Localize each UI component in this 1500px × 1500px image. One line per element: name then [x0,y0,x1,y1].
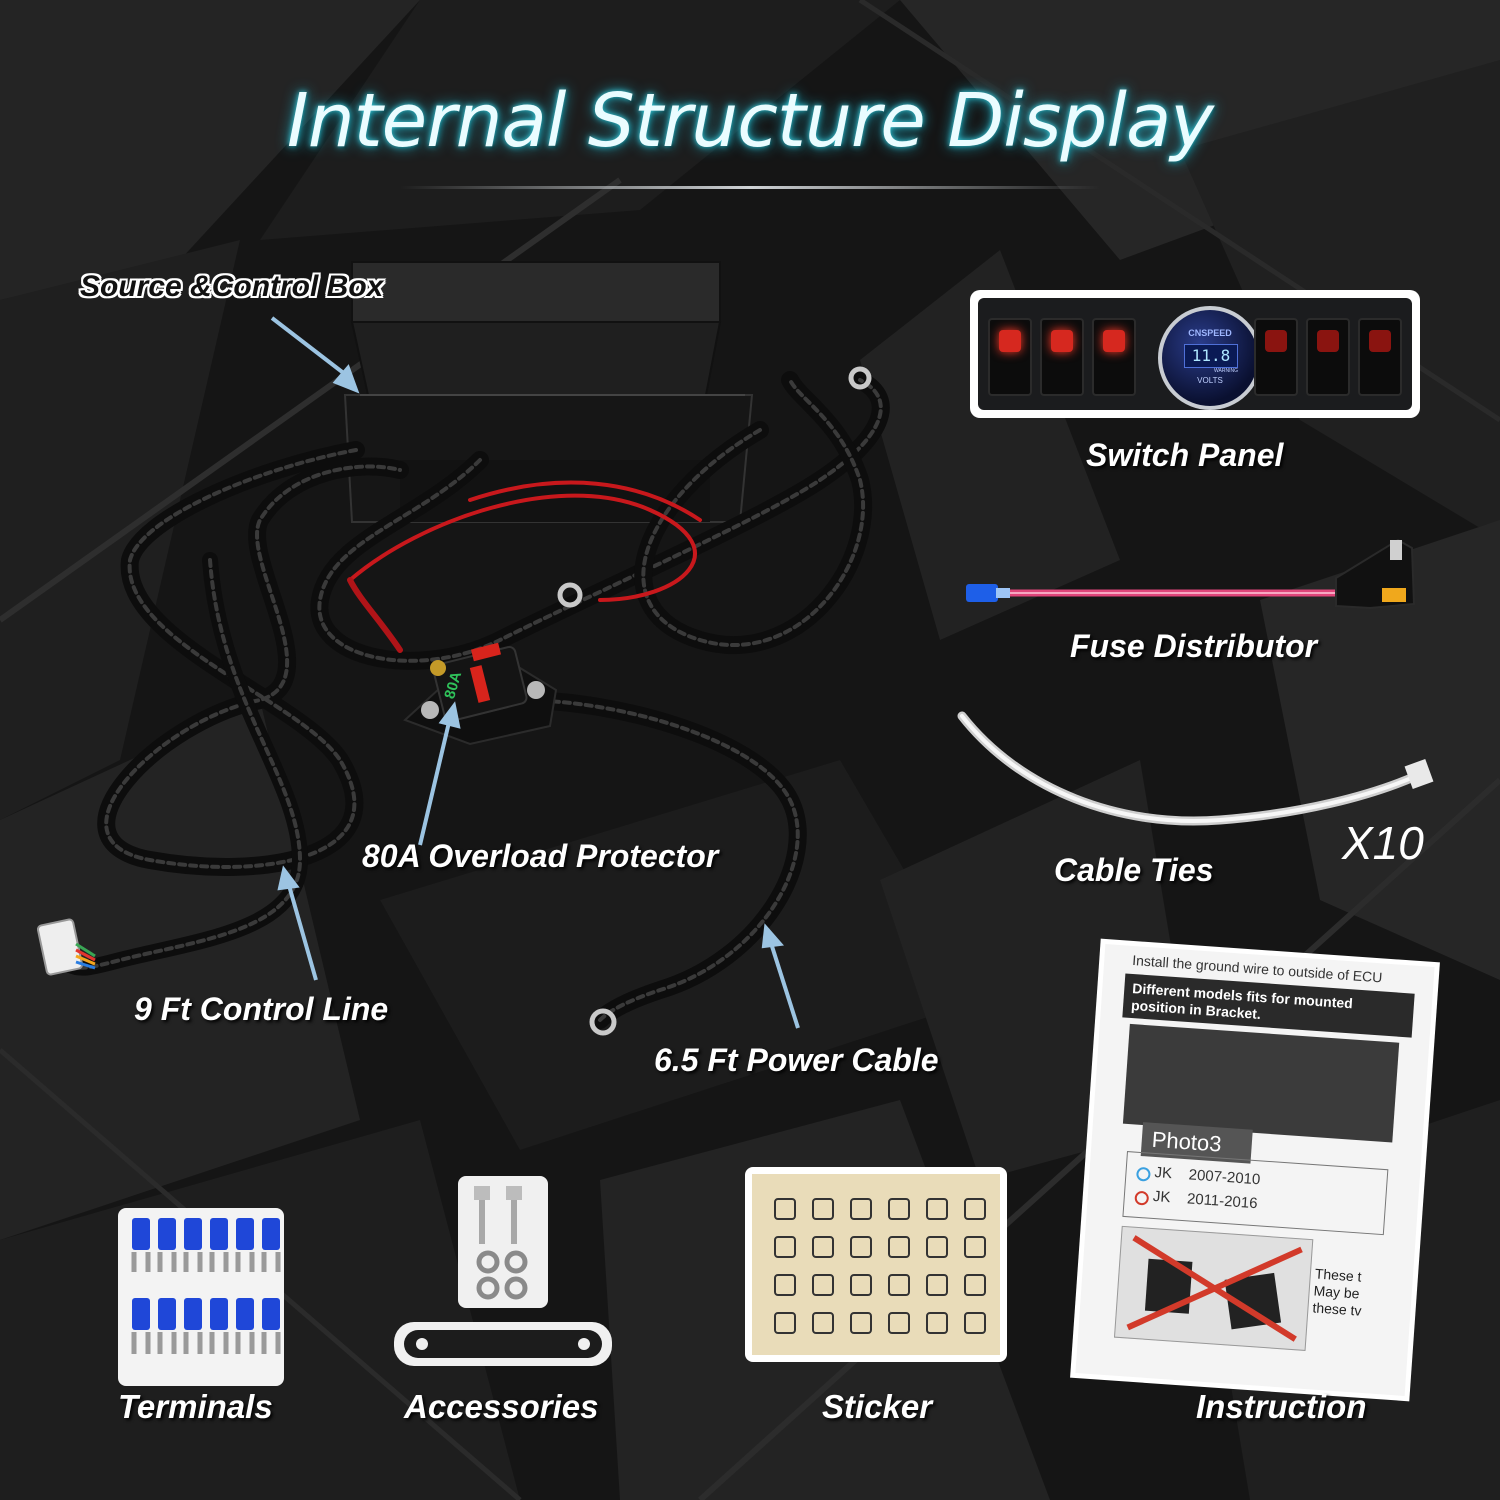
fan-icon [850,1236,872,1258]
label-overload-protector: 80A Overload Protector [362,838,719,874]
label-source-control-box: Source &Control Box [80,270,384,303]
radiation-icon [774,1274,796,1296]
model-years-box: JK 2007-2010 JK 2011-2016 [1122,1151,1389,1236]
led-indicator-icon [1369,330,1391,352]
biohazard-icon [812,1274,834,1296]
led-indicator-icon [1103,330,1125,352]
gauge-brand: CNSPEED [1188,328,1232,338]
voltmeter-gauge: CNSPEED 11.8 WARNING VOLTS [1158,306,1262,410]
fog-light-icon [888,1198,910,1220]
rocker-switch-6 [1358,318,1402,396]
gauge-unit: VOLTS [1197,376,1223,385]
braided-cables [62,371,890,1029]
label-accessories: Accessories [404,1388,599,1425]
label-fuse-distributor: Fuse Distributor [1070,628,1318,664]
rocker-switch-3 [1092,318,1136,396]
helmet-icon [888,1312,910,1334]
gauge-reading: 11.8 [1184,344,1238,368]
horn-icon [774,1236,796,1258]
switch-panel-image: CNSPEED 11.8 WARNING VOLTS [970,290,1420,418]
trooper-icon [964,1312,986,1334]
led-indicator-icon [1051,330,1073,352]
annotation-arrows [270,316,800,1029]
model-row-2: JK 2011-2016 [1152,1188,1258,1212]
led-indicator-icon [1265,330,1287,352]
accessories-image [394,1176,612,1366]
circle-marker-icon [1134,1190,1150,1206]
led-indicator-icon [999,330,1021,352]
jeep-icon [774,1198,796,1220]
model-years: 2011-2016 [1186,1190,1259,1213]
rocker-switch-4 [1254,318,1298,396]
model-row-1: JK 2007-2010 [1154,1164,1261,1188]
bat-icon [926,1274,948,1296]
robot-icon [812,1312,834,1334]
dark-helmet-icon [926,1312,948,1334]
label-switch-panel: Switch Panel [1086,437,1284,473]
spot-light-icon [964,1198,986,1220]
label-terminals: Terminals [118,1388,273,1425]
page-title: Internal Structure Display [286,78,1214,164]
sun-icon [850,1274,872,1296]
fuse-distributor-image [966,538,1416,610]
lightning-icon [888,1274,910,1296]
sticker-icons [752,1174,1000,1355]
winch-icon [926,1198,948,1220]
label-control-line: 9 Ft Control Line [134,991,389,1027]
light-bar-icon [812,1198,834,1220]
battery-icon [926,1236,948,1258]
model-name: JK [1152,1187,1171,1207]
model-years: 2007-2010 [1188,1166,1261,1189]
switch-panel-body: CNSPEED 11.8 WARNING VOLTS [978,298,1412,410]
rocker-switch-1 [988,318,1032,396]
led-indicator-icon [1317,330,1339,352]
instruction-bottom-photo [1113,1225,1314,1351]
instruction-sheet-image: Install the ground wire to outside of EC… [1075,944,1435,1396]
protector-rating-marking: 80A [441,669,465,700]
camera-icon [964,1236,986,1258]
terminals-image [118,1208,284,1386]
label-instruction: Instruction [1196,1388,1367,1425]
label-sticker: Sticker [822,1388,933,1425]
shield-icon [964,1274,986,1296]
overload-protector-image [403,642,558,746]
cable-ties-quantity: X10 [1342,817,1424,869]
rocker-switch-2 [1040,318,1084,396]
led-bar-icon [850,1198,872,1220]
gauge-warning-label: WARNING [1214,368,1238,374]
rock-light-icon [888,1236,910,1258]
rocker-switch-5 [1306,318,1350,396]
cable-tie-image [957,711,1434,826]
instruction-note: These t May be these tv [1312,1265,1363,1319]
sticker-sheet-image [745,1167,1007,1362]
label-cable-ties: Cable Ties [1054,852,1214,888]
title-divider [400,186,1100,189]
circle-marker-icon [1135,1166,1151,1182]
label-power-cable: 6.5 Ft Power Cable [654,1042,939,1078]
compressor-icon [812,1236,834,1258]
model-name: JK [1153,1164,1173,1183]
hockey-mask-icon [850,1312,872,1334]
mask-icon [774,1312,796,1334]
